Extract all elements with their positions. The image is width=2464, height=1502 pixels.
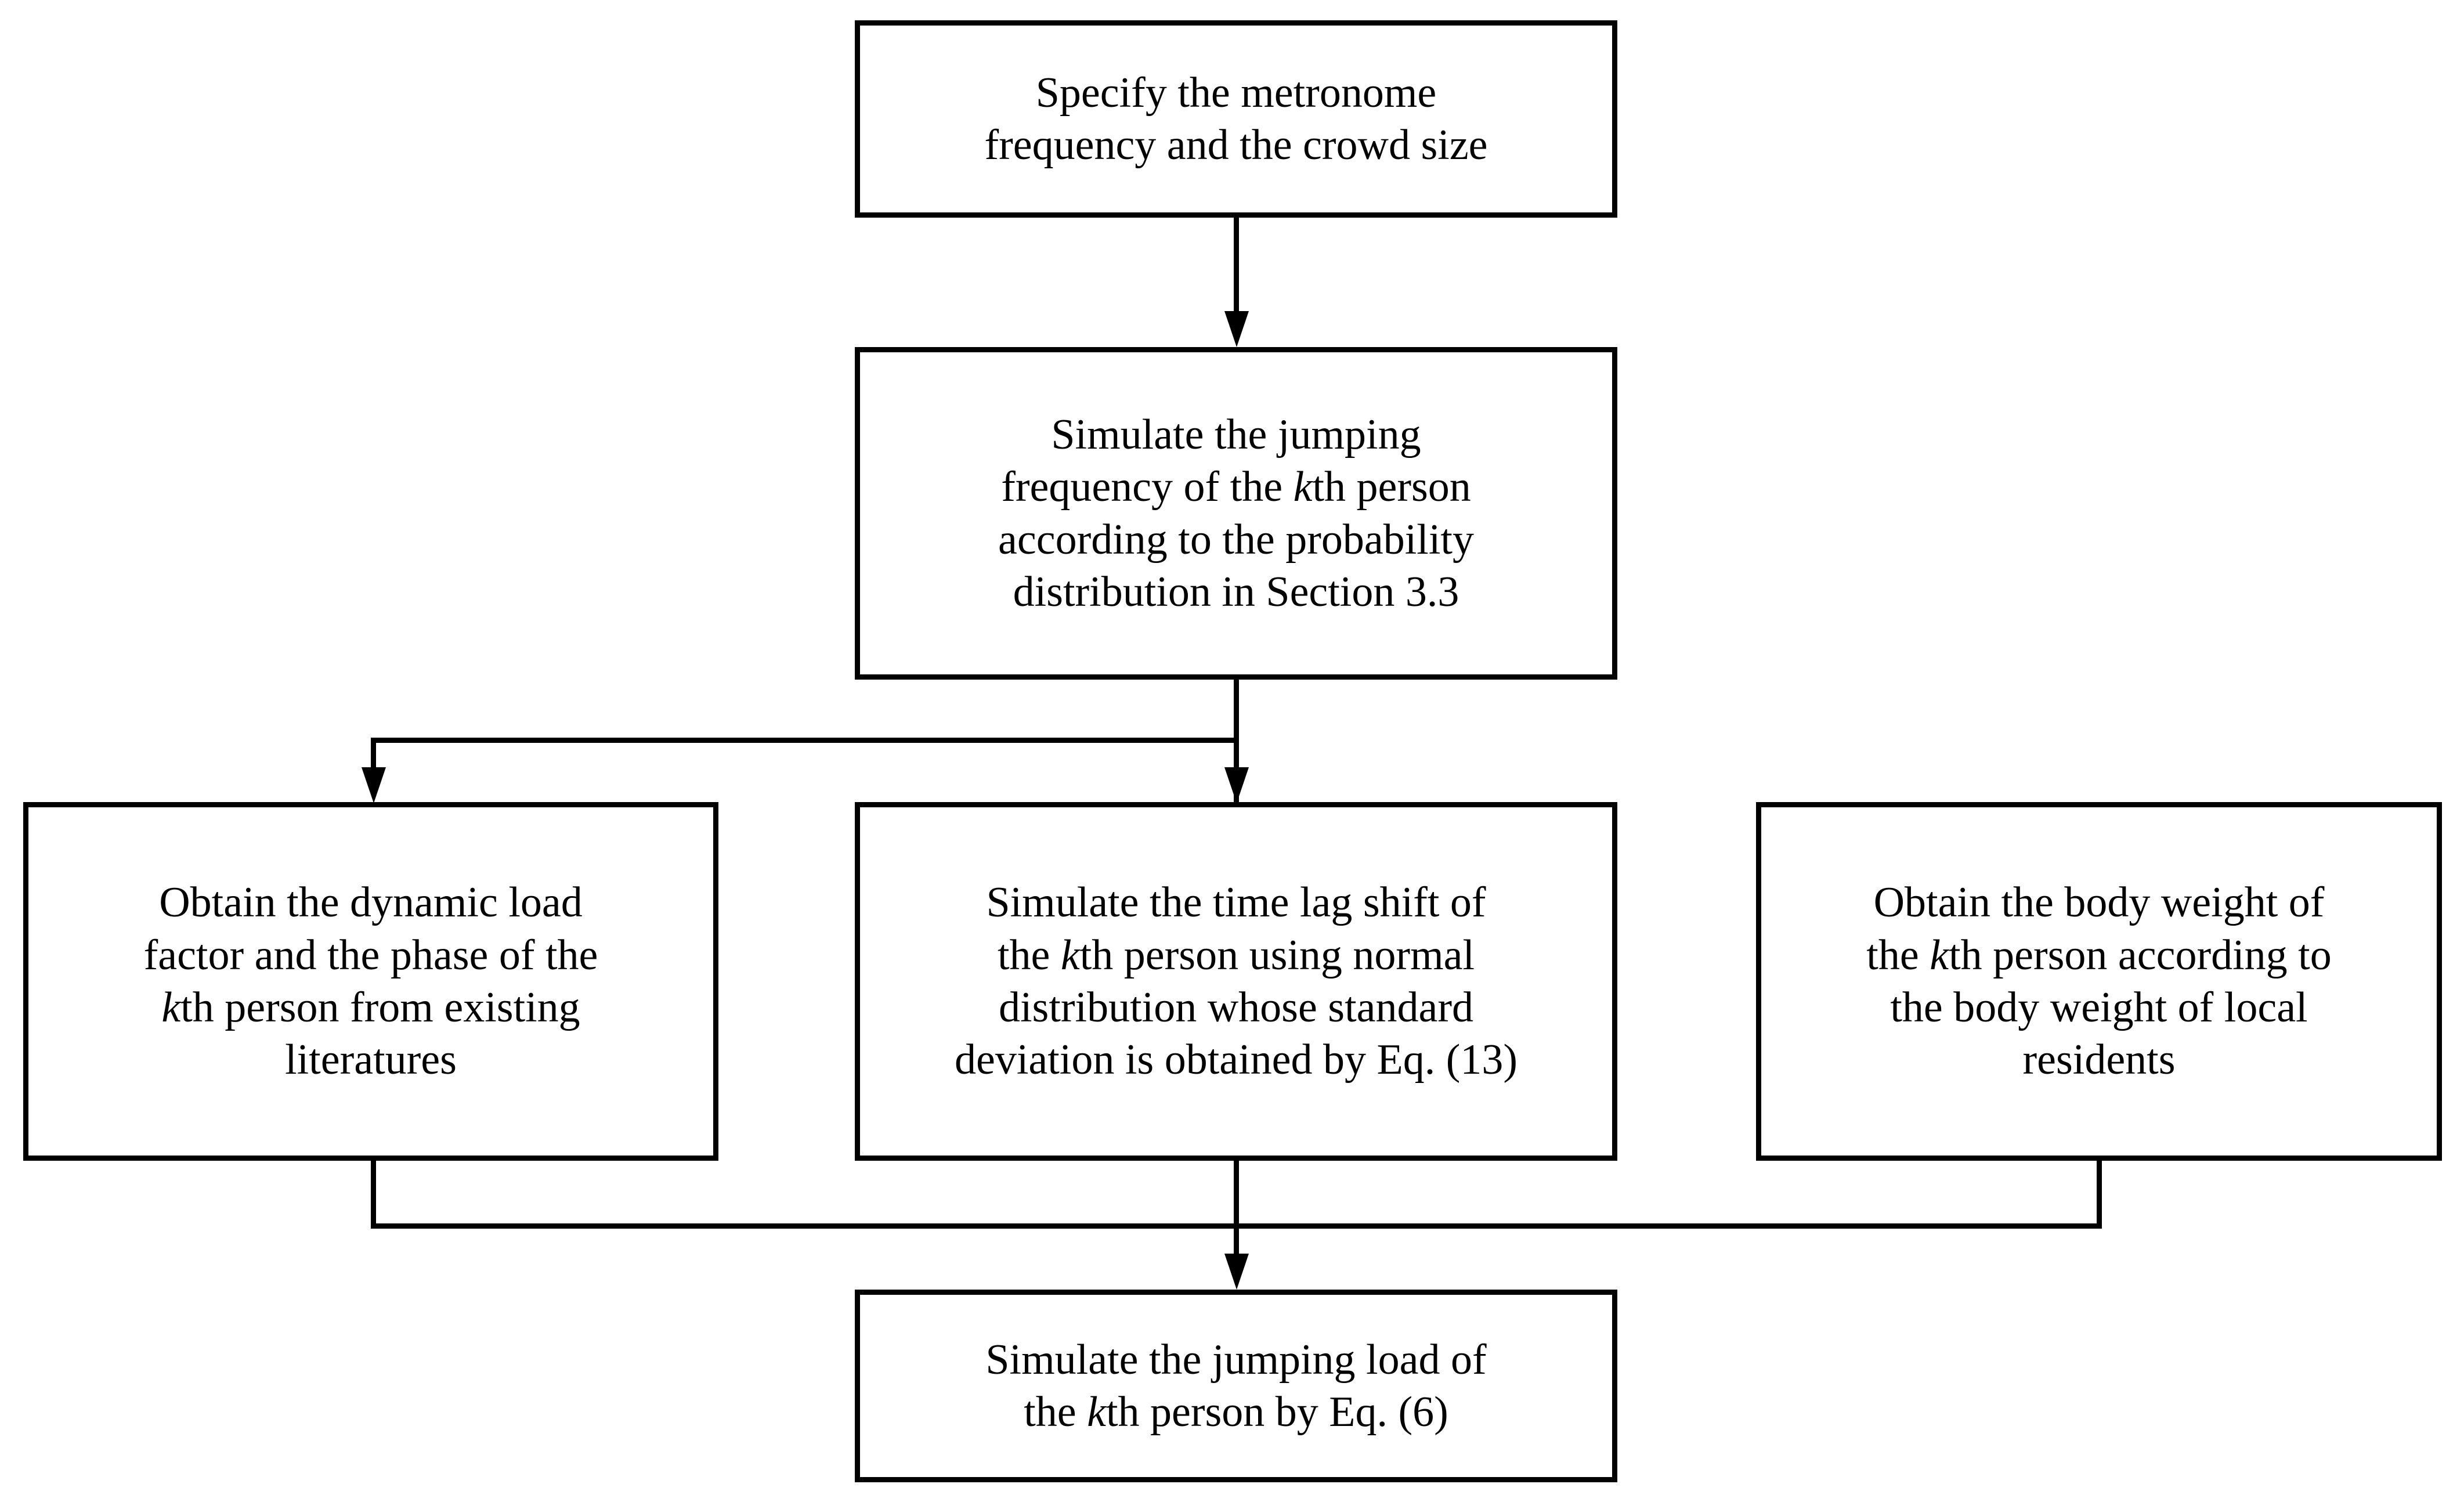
- edge-frequency-branch-horizontal: [371, 738, 1239, 743]
- italic-k-frequency: k: [1293, 463, 1313, 511]
- edge-merge-to-jumping-load-line: [1234, 1223, 1239, 1259]
- node-obtain-dynamic-load-factor-label: Obtain the dynamic load factor and the p…: [143, 879, 598, 1084]
- edge-merge-to-jumping-load-arrowhead: [1224, 1254, 1249, 1290]
- node-specify-parameters-label: Specify the metronome frequency and the …: [984, 68, 1488, 169]
- node-specify-parameters[interactable]: Specify the metronome frequency and the …: [855, 20, 1617, 218]
- node-simulate-jumping-frequency-label: Simulate the jumping frequency of the kt…: [998, 410, 1474, 616]
- edge-frequency-to-dlf-arrowhead: [362, 767, 386, 803]
- edge-frequency-to-dlf-line: [371, 738, 376, 773]
- node-simulate-time-lag-shift-label: Simulate the time lag shift of the kth p…: [954, 879, 1518, 1084]
- italic-k-jumpingload: k: [1087, 1388, 1106, 1436]
- edge-frequency-to-timelag-arrowhead: [1224, 767, 1249, 803]
- edge-timelag-merge-drop: [1234, 1161, 1239, 1229]
- node-simulate-jumping-load-label: Simulate the jumping load of the kth per…: [985, 1335, 1487, 1436]
- edge-dlf-merge-drop: [371, 1161, 376, 1229]
- node-obtain-body-weight[interactable]: Obtain the body weight of the kth person…: [1756, 802, 2442, 1161]
- node-obtain-dynamic-load-factor[interactable]: Obtain the dynamic load factor and the p…: [23, 802, 718, 1161]
- node-obtain-body-weight-label: Obtain the body weight of the kth person…: [1866, 879, 2332, 1084]
- node-simulate-time-lag-shift[interactable]: Simulate the time lag shift of the kth p…: [855, 802, 1617, 1161]
- edge-bodyweight-merge-drop: [2097, 1161, 2102, 1229]
- node-simulate-jumping-load[interactable]: Simulate the jumping load of the kth per…: [855, 1290, 1617, 1482]
- edge-specify-to-frequency-line: [1234, 218, 1239, 315]
- italic-k-dlf: k: [161, 984, 181, 1031]
- italic-k-bodyweight: k: [1930, 931, 1949, 979]
- edge-specify-to-frequency-arrowhead: [1224, 311, 1249, 347]
- italic-k-timelag: k: [1060, 931, 1080, 979]
- node-simulate-jumping-frequency[interactable]: Simulate the jumping frequency of the kt…: [855, 347, 1617, 680]
